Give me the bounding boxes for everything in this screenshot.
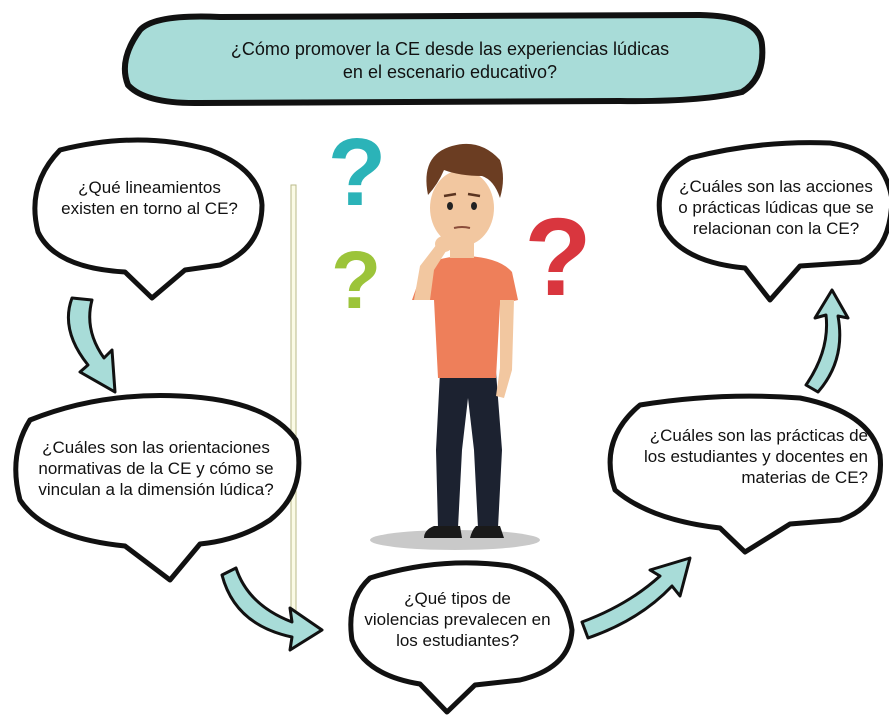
divider-line: [290, 184, 297, 626]
question-mark-green: ?: [331, 235, 381, 326]
bubble-violencias-text: ¿Qué tipos de violencias prevalecen en l…: [345, 588, 570, 651]
bubble-orientaciones-shape: [13, 393, 302, 583]
bubble-orientaciones-line-3: vinculan a la dimensión lúdica?: [38, 480, 274, 499]
title-line-2: en el escenario educativo?: [342, 62, 558, 82]
bubble-acciones-line-3: relacionan con la CE?: [692, 219, 860, 238]
title-text: ¿Cómo promover la CE desde las experienc…: [165, 38, 735, 84]
bubble-lineamientos-line-2: existen en torno al CE?: [61, 199, 238, 218]
bubble-acciones-text: ¿Cuáles son las acciones o prácticas lúd…: [665, 176, 887, 239]
title-line-1: ¿Cómo promover la CE desde las experienc…: [230, 39, 670, 59]
bubble-lineamientos-text: ¿Qué lineamientos existen en torno al CE…: [42, 177, 257, 219]
bubble-orientaciones-text: ¿Cuáles son las orientaciones normativas…: [18, 437, 294, 500]
bubble-violencias-line-3: los estudiantes?: [396, 631, 519, 650]
bubble-violencias-line-2: violencias prevalecen en: [364, 610, 551, 629]
bubble-practicas-text: ¿Cuáles son las prácticas de los estudia…: [610, 425, 868, 488]
thinking-person: [370, 143, 540, 550]
bubble-acciones-line-2: o prácticas lúdicas que se: [678, 198, 874, 217]
bubble-orientaciones-line-1: ¿Cuáles son las orientaciones: [42, 438, 270, 457]
bubble-practicas-line-3: materias de CE?: [741, 468, 868, 487]
title-banner: [122, 12, 766, 107]
arrow-3: [580, 556, 692, 640]
bubble-lineamientos-line-1: ¿Qué lineamientos: [78, 178, 221, 197]
bubble-orientaciones-line-2: normativas de la CE y cómo se: [38, 459, 274, 478]
question-mark-teal: ?: [328, 119, 387, 226]
bubble-acciones-shape: [656, 140, 889, 303]
bubble-acciones-line-1: ¿Cuáles son las acciones: [679, 177, 873, 196]
bubble-practicas-shape: [607, 393, 883, 555]
bubble-violencias-line-1: ¿Qué tipos de: [404, 589, 511, 608]
bubble-practicas-line-2: los estudiantes y docentes en: [644, 447, 868, 466]
question-mark-red: ?: [524, 196, 591, 319]
arrow-2: [220, 566, 324, 652]
bubble-practicas-line-1: ¿Cuáles son las prácticas de: [649, 426, 868, 445]
bubble-lineamientos-shape: [32, 137, 265, 301]
bubble-violencias-shape: [348, 560, 575, 715]
arrow-1: [66, 296, 117, 394]
arrow-4: [804, 288, 850, 394]
